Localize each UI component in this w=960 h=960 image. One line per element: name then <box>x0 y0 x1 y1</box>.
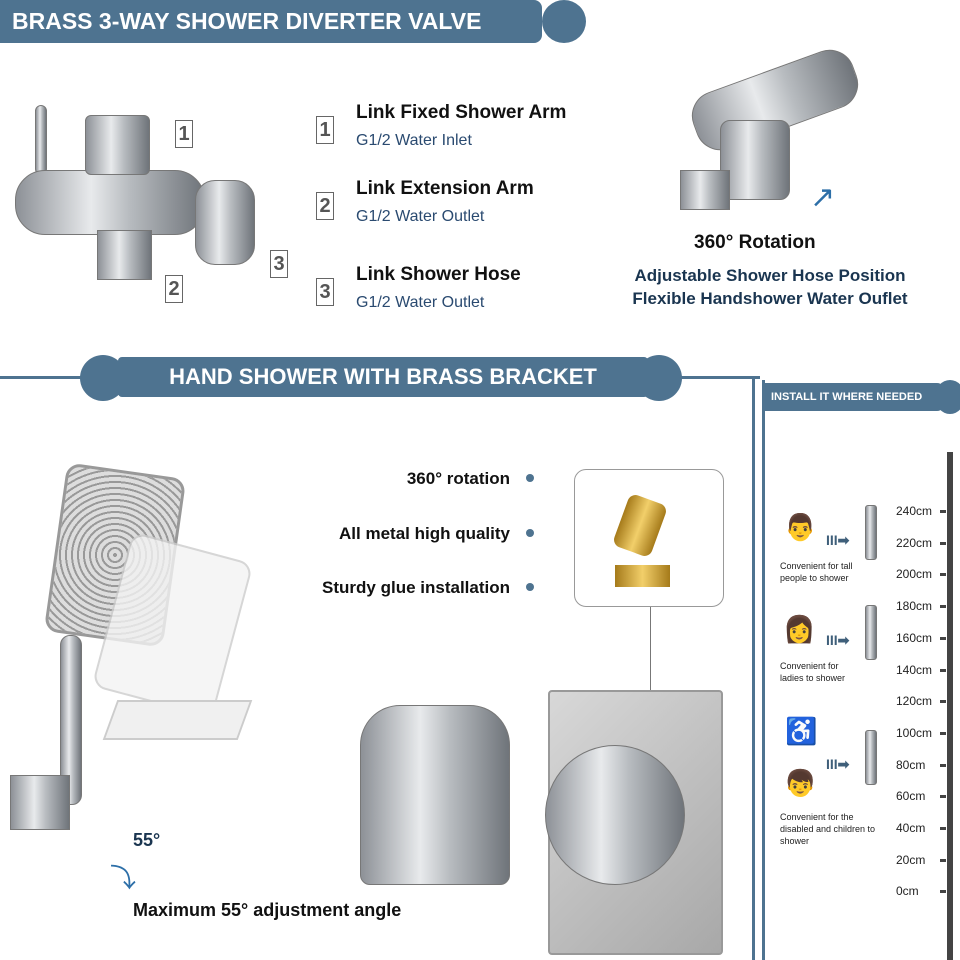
divider <box>752 376 755 960</box>
feature-number: 3 <box>316 278 334 306</box>
feature-sub: G1/2 Water Outlet <box>356 208 485 225</box>
tick-label: 220cm <box>896 535 933 550</box>
shower-icon <box>865 505 877 560</box>
callout-1: 1 <box>175 120 193 148</box>
tick-mark <box>940 795 946 799</box>
callout-2: 2 <box>165 275 183 303</box>
tick-label: 240cm <box>896 504 933 518</box>
feature-title: Link Extension Arm <box>356 178 534 199</box>
rotation-arrow-icon: ↗ <box>810 181 836 214</box>
bullet-dot <box>526 474 534 482</box>
hand-shower-image <box>10 462 254 885</box>
tick-mark <box>940 605 946 609</box>
arrow-icon: III➡ <box>826 756 850 772</box>
section2-banner: HAND SHOWER WITH BRASS BRACKET <box>118 357 648 397</box>
feature-number: 2 <box>316 192 334 220</box>
note: Convenient for tall people to shower <box>780 561 853 583</box>
tick-label: 140cm <box>896 662 933 677</box>
feature-title: Link Fixed Shower Arm <box>356 102 567 123</box>
bullet-text: 360° rotation <box>406 469 510 488</box>
tick-mark <box>940 700 946 704</box>
tick-mark <box>940 541 946 545</box>
bullet-dot <box>526 529 534 537</box>
tick-mark <box>940 731 946 735</box>
tick-mark <box>940 890 946 894</box>
section2-title: HAND SHOWER WITH BRASS BRACKET <box>169 364 597 389</box>
section3-title: INSTALL IT WHERE NEEDED <box>771 391 923 403</box>
bullet-text: All metal high quality <box>339 524 510 543</box>
note: Convenient for the disabled and children… <box>780 812 876 846</box>
feature-sub: G1/2 Water Outlet <box>356 294 485 311</box>
section3-banner: INSTALL IT WHERE NEEDED <box>765 383 945 411</box>
tick-label: 180cm <box>896 599 933 614</box>
shower-icon <box>865 730 877 785</box>
rotation-line: Adjustable Shower Hose Position <box>634 266 906 285</box>
feature-list: 1 Link Fixed Shower Arm G1/2 Water Inlet… <box>316 102 606 344</box>
feature-item: 3 Link Shower Hose G1/2 Water Outlet <box>316 264 606 344</box>
callout-3: 3 <box>270 250 288 278</box>
tick-label: 200cm <box>896 567 933 582</box>
divider <box>762 380 765 960</box>
connector-line <box>650 607 651 702</box>
tick-mark <box>940 858 946 862</box>
tick-label: 40cm <box>896 821 926 835</box>
rotation-line: Flexible Handshower Water Ouflet <box>632 289 908 308</box>
rotation-valve-image: ↗ <box>680 42 870 220</box>
tick-label: 60cm <box>896 789 926 804</box>
diverter-valve-image: 1 2 3 <box>15 100 288 303</box>
bullet-dot <box>526 583 534 591</box>
tick-label: 20cm <box>896 852 926 867</box>
rotation-title: 360° Rotation <box>694 232 816 253</box>
section1-title: BRASS 3-WAY SHOWER DIVERTER VALVE <box>12 8 482 34</box>
section1-banner: BRASS 3-WAY SHOWER DIVERTER VALVE <box>0 0 542 43</box>
feature-item: 1 Link Fixed Shower Arm G1/2 Water Inlet <box>316 102 606 182</box>
woman-icon: 👩 <box>783 614 816 644</box>
child-icon: 👦 <box>784 768 817 798</box>
tick-mark <box>940 636 946 640</box>
tick-mark <box>940 573 946 577</box>
tick-mark <box>940 827 946 830</box>
curved-arrow-icon: ⤵ <box>110 863 137 893</box>
arrow-icon: III➡ <box>826 632 850 648</box>
feature-item: 2 Link Extension Arm G1/2 Water Outlet <box>316 178 606 260</box>
tick-mark <box>940 668 946 672</box>
caption: Maximum 55° adjustment angle <box>133 900 402 920</box>
tick-label: 100cm <box>896 725 933 740</box>
tick-label: 80cm <box>896 757 926 772</box>
banner-dot <box>542 0 586 43</box>
feature-number: 1 <box>316 116 334 144</box>
note: Convenient for ladies to shower <box>780 661 846 683</box>
tick-label: 0cm <box>896 884 919 899</box>
tick-mark <box>940 510 946 513</box>
banner-dot <box>935 380 960 414</box>
feature-title: Link Shower Hose <box>356 264 521 285</box>
height-ruler <box>947 452 953 960</box>
tick-mark <box>940 763 946 767</box>
bullet-text: Sturdy glue installation <box>322 578 510 597</box>
brass-bracket-inset <box>574 469 724 607</box>
feature-sub: G1/2 Water Inlet <box>356 132 472 149</box>
angle-label: 55° <box>133 830 161 850</box>
bracket-image <box>360 690 725 955</box>
man-icon: 👨 <box>784 512 817 542</box>
arrow-icon: III➡ <box>826 532 850 548</box>
shower-icon <box>865 605 877 660</box>
tick-label: 160cm <box>896 630 933 645</box>
wheelchair-icon: ♿ <box>785 716 818 746</box>
tick-label: 120cm <box>896 694 933 709</box>
